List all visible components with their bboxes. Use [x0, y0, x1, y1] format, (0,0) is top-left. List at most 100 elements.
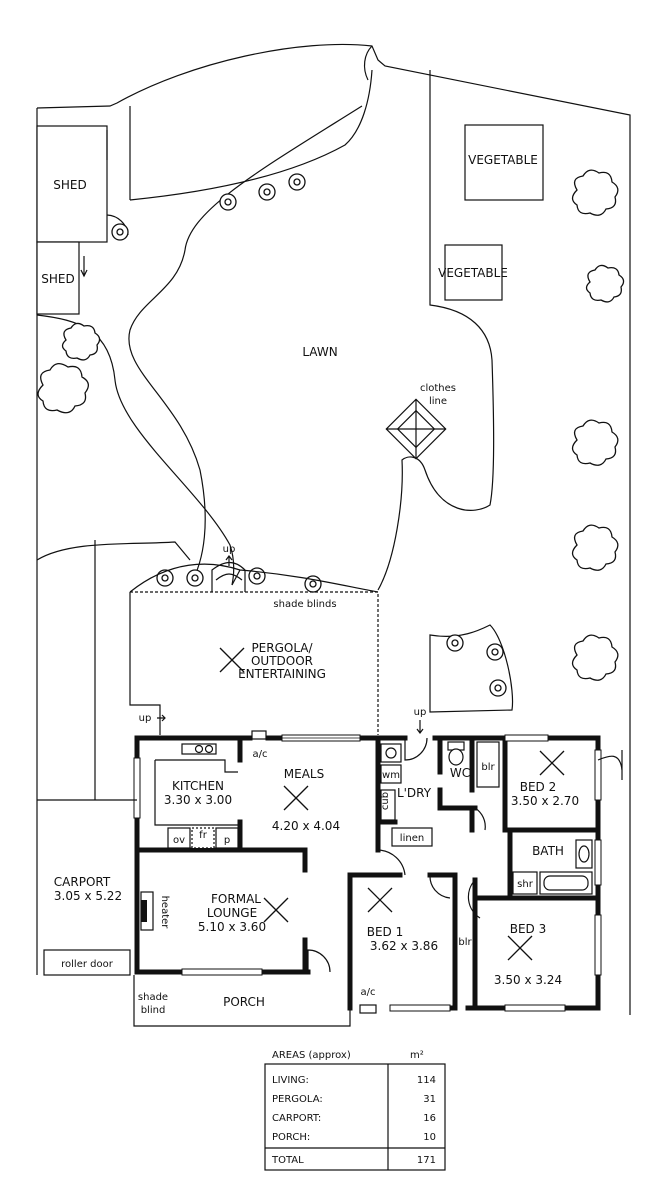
fr-label: fr [199, 830, 208, 841]
meals: a/c MEALS 4.20 x 4.04 [251, 730, 340, 833]
bed-3: BED 3 3.50 x 3.24 [494, 922, 562, 987]
tree [571, 524, 619, 571]
shade-blinds-label: shade blinds [273, 599, 336, 610]
ceiling-fan-icon [283, 785, 309, 811]
bed-3-dims: 3.50 x 3.24 [494, 973, 562, 987]
blr-2-label: blr [458, 937, 472, 948]
formal-lounge: heater FORMAL LOUNGE 5.10 x 3.60 [140, 891, 289, 934]
shrub [111, 223, 129, 241]
carport: roller door CARPORT 3.05 x 5.22 [37, 799, 137, 976]
carport-dims: 3.05 x 5.22 [54, 889, 122, 903]
carport-label: CARPORT [54, 875, 111, 889]
shade-blind-label-1: shade [138, 992, 168, 1003]
up-label-2: up [139, 713, 152, 724]
kitchen-label: KITCHEN [172, 779, 224, 793]
shade-blind-label-2: blind [141, 1005, 166, 1016]
shrub [489, 679, 507, 697]
areas-table: AREAS (approx) m² LIVING: 114 PERGOLA: 3… [264, 1050, 446, 1171]
pergola-label-3: ENTERTAINING [238, 667, 326, 681]
heater-label: heater [159, 896, 170, 930]
p-label: p [224, 835, 230, 846]
lounge-dims: 5.10 x 3.60 [198, 920, 266, 934]
windows [133, 734, 602, 1012]
clothes-line-label-2: line [429, 396, 447, 407]
vegetable-bed-1: VEGETABLE [464, 124, 544, 201]
ov-label: ov [173, 835, 185, 846]
bath-label: BATH [532, 844, 564, 858]
shrub [219, 193, 237, 211]
bath: BATH shr [512, 839, 593, 895]
bed-3-label: BED 3 [510, 922, 547, 936]
tree [37, 363, 89, 414]
porch-label: PORCH [223, 995, 265, 1009]
bed-1-dims: 3.62 x 3.86 [370, 939, 438, 953]
bed-1: BED 1 3.62 x 3.86 blr [367, 887, 473, 953]
areas-title: AREAS (approx) [272, 1050, 351, 1061]
lounge-label-1: FORMAL [211, 892, 261, 906]
laundry-label: L'DRY [397, 786, 432, 800]
area-row-value: 114 [417, 1075, 436, 1086]
lawn-label: LAWN [302, 345, 337, 359]
bed-2-label: BED 2 [520, 780, 557, 794]
garden-steps: up [211, 544, 246, 592]
tree [571, 169, 619, 216]
vegetable-2-label: VEGETABLE [438, 266, 508, 280]
trees [37, 169, 625, 697]
shed-2: SHED [36, 241, 88, 315]
ceiling-fan-icon [367, 887, 393, 913]
clothes-line: clothes line [385, 383, 456, 460]
ceiling-fan-icon [219, 647, 245, 673]
shrub [248, 567, 266, 585]
doors: up [307, 707, 623, 973]
shed-1: SHED [36, 125, 129, 243]
shrub [186, 569, 204, 587]
ceiling-fan-icon [263, 897, 289, 923]
up-label-1: up [223, 544, 236, 555]
wm-label: wm [382, 770, 400, 781]
pergola-label-1: PERGOLA/ [251, 641, 313, 655]
porch: shade blind PORCH a/c [133, 975, 377, 1027]
lounge-label-2: LOUNGE [207, 906, 257, 920]
pergola-label-2: OUTDOOR [251, 654, 313, 668]
ceiling-fan-icon [507, 935, 533, 961]
up-label-3: up [414, 707, 427, 718]
ac-label-1: a/c [253, 749, 268, 760]
roller-door-label: roller door [61, 959, 114, 970]
wc-label: WC [450, 766, 470, 780]
cub-label: cub [380, 792, 391, 810]
area-row-label: PORCH: [272, 1132, 310, 1143]
bed-2-dims: 3.50 x 2.70 [511, 794, 579, 808]
shrub [446, 634, 464, 652]
ceiling-fan-icon [539, 750, 565, 776]
shrub [156, 569, 174, 587]
shrub [486, 643, 504, 661]
pergola: shade blinds PERGOLA/ OUTDOOR ENTERTAINI… [129, 563, 379, 735]
shrub [288, 173, 306, 191]
ac-label-2: a/c [361, 987, 376, 998]
garden-edges [36, 69, 514, 800]
areas-unit: m² [410, 1050, 424, 1061]
bed-2: BED 2 3.50 x 2.70 [511, 750, 579, 808]
area-row-label: LIVING: [272, 1075, 309, 1086]
meals-label: MEALS [284, 767, 324, 781]
clothes-line-label-1: clothes [420, 383, 456, 394]
area-total-label: TOTAL [271, 1155, 304, 1166]
meals-dims: 4.20 x 4.04 [272, 819, 340, 833]
bed-1-label: BED 1 [367, 925, 404, 939]
blr-1-label: blr [481, 762, 495, 773]
tree [585, 264, 625, 303]
shr-label: shr [517, 879, 534, 890]
linen-label: linen [400, 833, 424, 844]
area-row-value: 16 [423, 1113, 436, 1124]
area-row-label: PERGOLA: [272, 1094, 323, 1105]
kitchen-dims: 3.30 x 3.00 [164, 793, 232, 807]
tree [61, 322, 101, 361]
shed-2-label: SHED [41, 272, 74, 286]
shrub [258, 183, 276, 201]
shed-1-label: SHED [53, 178, 86, 192]
tree [571, 634, 619, 681]
area-row-value: 10 [423, 1132, 436, 1143]
area-row-label: CARPORT: [272, 1113, 321, 1124]
area-row-value: 31 [423, 1094, 436, 1105]
